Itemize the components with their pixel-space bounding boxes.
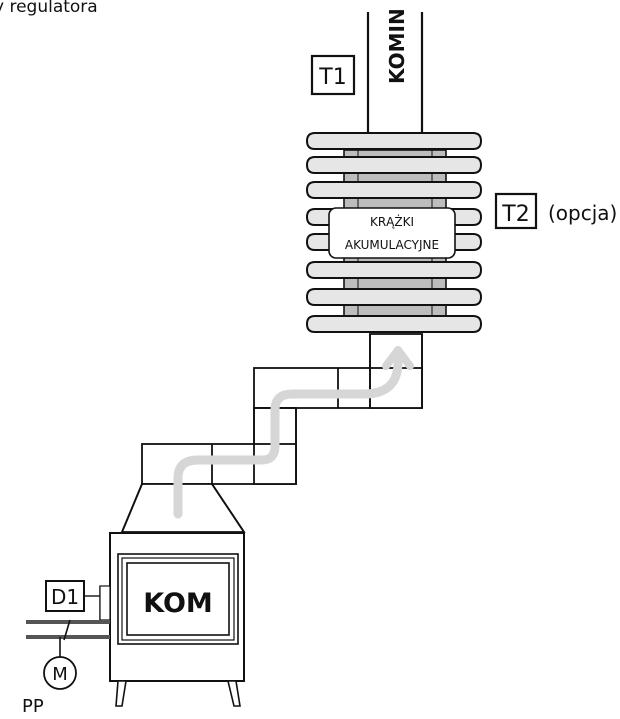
rings-label-line2: AKUMULACYJNE	[345, 238, 439, 252]
accumulation-rings: KRĄŻKI AKUMULACYJNE	[305, 132, 483, 333]
fireplace-hood	[120, 483, 246, 533]
chimney-label: KOMIN	[385, 8, 409, 84]
accumulation-ring	[305, 288, 483, 306]
sensor-t2-note: (opcja)	[548, 201, 617, 225]
chimney: KOMIN	[366, 8, 424, 136]
accumulation-ring	[305, 315, 483, 333]
sensor-t1: T1	[310, 54, 356, 96]
motor-icon: M	[43, 637, 77, 690]
flow-arrow-icon	[173, 346, 414, 519]
rings-label-line1: KRĄŻKI	[370, 214, 414, 229]
accumulation-ring	[305, 132, 483, 150]
rings-label-box	[328, 207, 456, 259]
fireplace: KOM	[109, 532, 245, 707]
air-intake-label: PP	[22, 696, 44, 714]
sensor-t1-label: T1	[318, 65, 346, 90]
sensor-t2: T2 (opcja)	[494, 192, 617, 230]
damper-label: D1	[51, 585, 79, 609]
damper-d1: D1	[45, 580, 111, 621]
sensor-t2-label: T2	[501, 202, 529, 227]
fireplace-label: KOM	[143, 588, 213, 619]
accumulation-ring	[305, 156, 483, 174]
header-text: y regulatora	[0, 0, 98, 17]
air-intake-pipe	[26, 619, 110, 641]
accumulation-ring	[305, 181, 483, 199]
motor-label: M	[52, 664, 68, 685]
accumulation-ring	[305, 261, 483, 279]
